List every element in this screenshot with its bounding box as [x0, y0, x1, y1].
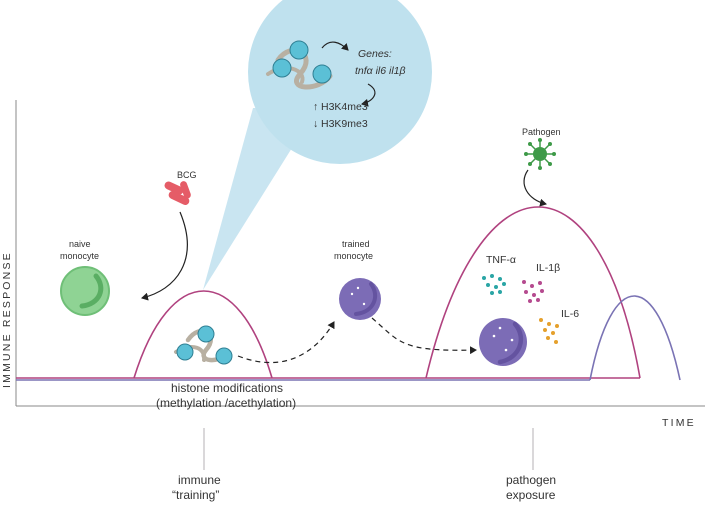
cytokine-dots-icon — [482, 274, 506, 295]
genes-title: Genes: — [358, 48, 392, 60]
training-dashed-arrow — [237, 321, 335, 364]
nucleosome-icon — [174, 325, 233, 365]
histone-label-line2: (methylation /acethylation) — [156, 396, 296, 410]
bubble-arrow-1 — [321, 41, 349, 51]
trained-label-line2: monocyte — [334, 251, 373, 261]
pathogen-label: Pathogen — [522, 127, 561, 137]
cytokine-dots-icon — [522, 280, 544, 303]
trained-response-curve — [589, 295, 681, 381]
mark-h3k9me3: H3K9me3 — [321, 118, 368, 130]
bcg-bacteria-icon — [164, 181, 191, 205]
chromatin-zoom-bubble — [248, 0, 432, 164]
trained-monocyte-icon — [339, 278, 381, 320]
naive-label-line2: monocyte — [60, 251, 99, 261]
pathogen-virus-icon — [524, 138, 556, 170]
pathogen-response-curve — [425, 206, 641, 379]
trained-dashed-arrow — [371, 317, 477, 355]
tnf-label: TNF-α — [486, 254, 516, 266]
down-arrow-icon: ↓ — [313, 118, 318, 130]
x-axis-label: TIME — [662, 417, 696, 429]
genes-list: tnfα il6 il1β — [355, 65, 406, 77]
bcg-label: BCG — [177, 170, 197, 180]
il6-label: IL-6 — [561, 308, 579, 320]
training-label-line2: “training” — [172, 488, 219, 502]
exposure-label-line2: exposure — [506, 488, 556, 502]
naive-monocyte-icon — [60, 266, 110, 316]
exposure-label-line1: pathogen — [506, 473, 556, 487]
mark-h3k4me3: H3K4me3 — [321, 101, 368, 113]
naive-label-line1: naive — [69, 239, 91, 249]
up-arrow-icon: ↑ — [313, 101, 318, 113]
cytokine-dots-icon — [539, 318, 559, 344]
pathogen-arrow — [523, 169, 547, 207]
bcg-arrow — [141, 211, 188, 301]
il1b-label: IL-1β — [536, 262, 560, 274]
nucleosome-icon — [266, 40, 333, 90]
histone-label-line1: histone modifications — [171, 381, 283, 395]
training-label-line1: immune — [178, 473, 221, 487]
trained-monocyte-icon — [479, 318, 527, 366]
trained-label-line1: trained — [342, 239, 370, 249]
first-response-curve — [133, 290, 273, 379]
zoom-cone — [203, 108, 317, 290]
y-axis-label: IMMUNE RESPONSE — [1, 251, 13, 388]
bubble-arrow-2 — [361, 83, 376, 107]
